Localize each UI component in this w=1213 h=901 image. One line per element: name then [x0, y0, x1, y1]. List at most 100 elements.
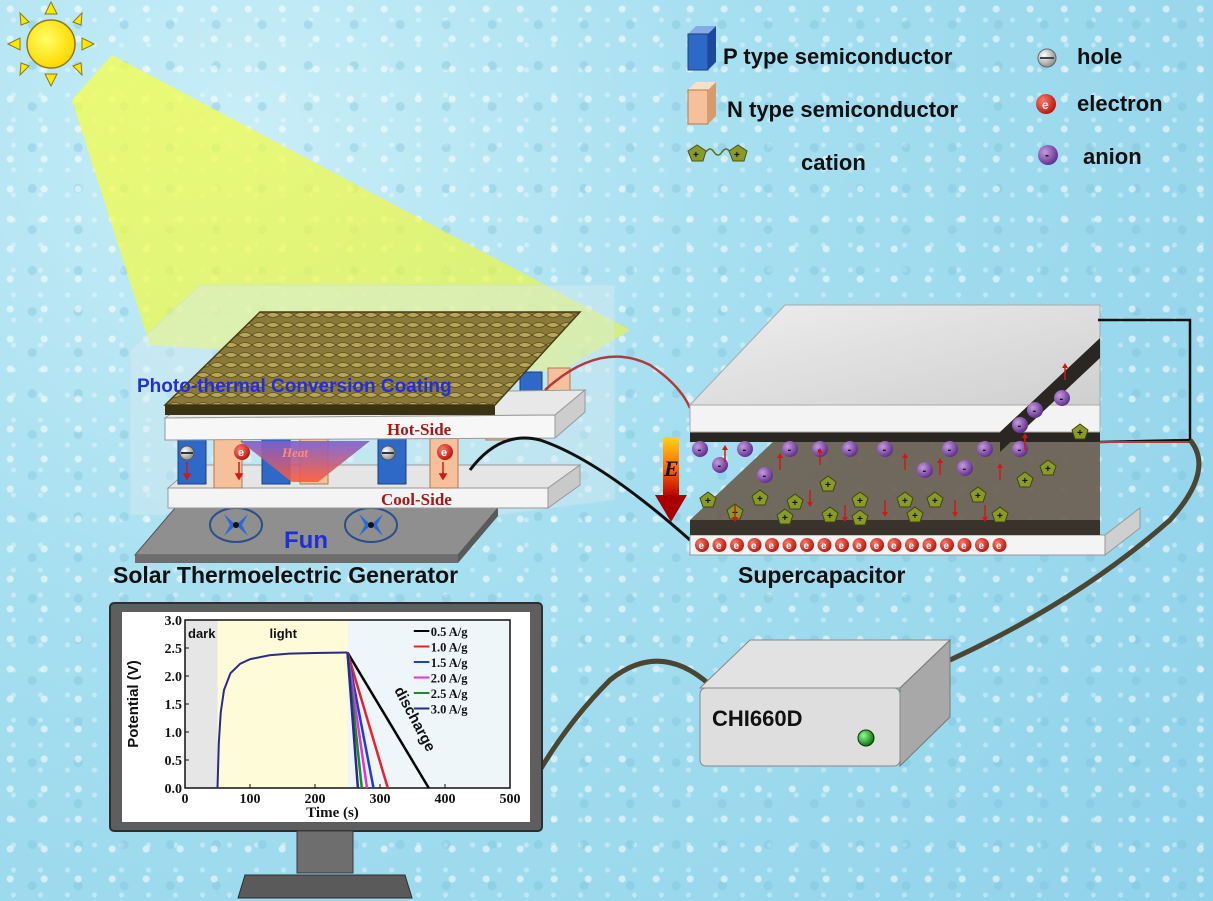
svg-text:+: +: [693, 150, 699, 161]
hole-legend-icon: [1037, 48, 1057, 68]
sun-icon: [6, 0, 96, 88]
anion-symbol: -: [1018, 420, 1022, 432]
wire-positive: [544, 355, 692, 409]
electron-legend-icon: e: [1036, 94, 1056, 114]
electron-symbol: e: [996, 541, 1002, 552]
anion-symbol: -: [948, 444, 952, 456]
ion-migration-arrowhead: [817, 448, 823, 453]
anion-icon: [1027, 402, 1043, 418]
anion-symbol: -: [963, 463, 967, 475]
electron-symbol: e: [769, 541, 775, 552]
heat-flow: Heat: [240, 441, 370, 482]
ion-migration-arrowhead: [997, 463, 1003, 468]
anion-icon: [877, 441, 893, 457]
teg-title: Solar Thermoelectric Generator: [113, 562, 458, 588]
electron-symbol: e: [751, 541, 757, 552]
anion-label: anion: [1083, 144, 1142, 169]
ion-layer: ----------------+++++++++++++++++: [692, 363, 1089, 526]
cation-icon: [851, 491, 869, 508]
anion-symbol: -: [718, 460, 722, 472]
ion-migration-arrowhead: [732, 517, 738, 522]
cation-symbol: +: [782, 513, 788, 524]
power-led-icon: [857, 729, 875, 747]
electron-icon: [852, 538, 867, 552]
electron-icon: [782, 538, 797, 552]
svg-text:E: E: [663, 456, 679, 481]
region-label: dark: [188, 626, 216, 641]
y-tick-label: 0.0: [165, 782, 183, 797]
cation-icon: [926, 491, 944, 508]
y-tick-label: 2.0: [165, 670, 183, 685]
cation-icon: [786, 493, 804, 510]
electron-icon: [957, 538, 972, 552]
ion-migration-arrowhead: [882, 512, 888, 517]
cation-symbol: +: [1022, 476, 1028, 487]
series-line: [346, 652, 360, 789]
anion-icon: [957, 460, 973, 476]
x-tick-label: 400: [435, 792, 456, 807]
anion-icon: [917, 462, 933, 478]
fan-label: Fun: [284, 527, 328, 554]
instrument-label: CHI660D: [712, 706, 802, 731]
anion-icon: [737, 441, 753, 457]
anion-symbol: -: [1018, 444, 1022, 456]
cation-icon: [819, 475, 837, 492]
electron-symbol: e: [979, 541, 985, 552]
electron-symbol: e: [699, 541, 705, 552]
electron-icon: [940, 538, 954, 552]
wire-negative: [468, 436, 691, 542]
n-type-label: N type semiconductor: [727, 97, 958, 122]
electron-symbol: e: [734, 541, 740, 552]
ion-migration-arrowhead: [1022, 433, 1028, 438]
cation-symbol: +: [1045, 464, 1051, 475]
ion-migration-arrowhead: [902, 453, 908, 458]
hot-side-label: Hot-Side: [387, 420, 452, 439]
electron-symbol: e: [716, 541, 722, 552]
anion-icon: [942, 441, 958, 457]
series-line: [346, 652, 389, 789]
electron-icon: [835, 538, 849, 552]
anion-icon: [782, 441, 798, 457]
cation-symbol: +: [1077, 428, 1083, 439]
region-discharge: [347, 620, 510, 788]
x-axis-label: Time (s): [306, 805, 359, 821]
y-axis-label: Potential (V): [125, 660, 142, 748]
region-dark: [185, 620, 218, 788]
anion-icon: [692, 441, 708, 457]
legend-entry: 2.0 A/g: [431, 672, 469, 686]
electron-symbol: e: [961, 541, 967, 552]
n-type-legend-icon: [687, 82, 716, 125]
electron-icon: [975, 538, 989, 552]
legend-entry: 1.0 A/g: [431, 641, 469, 655]
cation-icon: [991, 506, 1009, 523]
anion-symbol: -: [883, 444, 887, 456]
legend-entry: 0.5 A/g: [431, 625, 469, 639]
cation-icon: [699, 491, 717, 508]
svg-text:e: e: [1042, 98, 1049, 112]
electron-icon: [905, 538, 919, 552]
x-tick-label: 500: [500, 792, 521, 807]
x-tick-label: 200: [305, 792, 326, 807]
cation-icon: [751, 489, 769, 506]
electron-icon: [712, 538, 727, 552]
wire-supercap-right: [1098, 318, 1192, 444]
chi660d-instrument: CHI660D: [698, 638, 952, 768]
svg-text:-: -: [1045, 148, 1049, 162]
electron-icon: [747, 538, 762, 552]
cation-legend-icon: + +: [687, 144, 748, 162]
electric-field-arrow: E: [655, 437, 687, 522]
anion-symbol: -: [983, 444, 987, 456]
electron-symbol: e: [804, 541, 810, 552]
cable-to-monitor: [537, 658, 712, 772]
electron-label: electron: [1077, 91, 1163, 116]
electron-symbol: e: [839, 541, 845, 552]
electron-symbol: e: [944, 541, 950, 552]
svg-text:e: e: [441, 447, 447, 459]
y-tick-label: 0.5: [165, 754, 183, 769]
cation-symbol: +: [932, 496, 938, 507]
cation-symbol: +: [857, 496, 863, 507]
cation-icon: [906, 506, 924, 523]
anion-symbol: -: [1060, 393, 1064, 405]
